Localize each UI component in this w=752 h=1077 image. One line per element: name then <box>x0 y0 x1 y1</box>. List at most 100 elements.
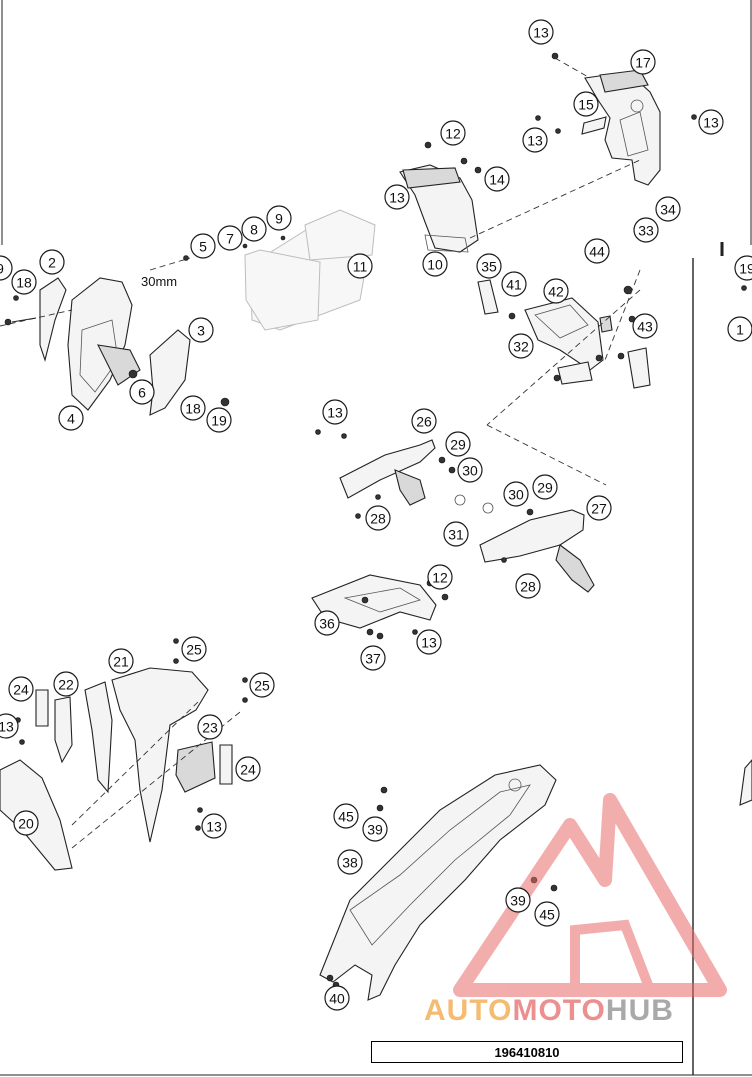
callout-34: 34 <box>655 196 681 222</box>
callout-25: 25 <box>249 672 275 698</box>
adjacent-panel-ghost <box>244 209 376 331</box>
callout-6: 6 <box>129 379 155 405</box>
callout-41: 41 <box>501 271 527 297</box>
callout-21: 21 <box>108 648 134 674</box>
callout-label: 6 <box>138 385 146 401</box>
callout-label: 3 <box>197 323 205 339</box>
callout-label: 25 <box>254 678 270 694</box>
callout-label: 37 <box>365 651 381 667</box>
callout-29: 29 <box>532 474 558 500</box>
headlight-mask-assembly <box>0 235 286 416</box>
callout-9: 9 <box>0 255 13 281</box>
watermark-logo-icon <box>453 793 727 997</box>
callout-label: 18 <box>16 275 32 291</box>
callout-13: 13 <box>201 813 227 839</box>
callout-label: 13 <box>533 25 549 41</box>
callout-label: 13 <box>206 819 222 835</box>
callout-label: 8 <box>250 222 258 238</box>
callout-label: 2 <box>48 255 56 271</box>
callout-1: 1 <box>727 316 752 342</box>
callout-label: 27 <box>591 501 607 517</box>
callout-label: 39 <box>510 893 526 909</box>
callout-15: 15 <box>573 91 599 117</box>
callout-45: 45 <box>534 901 560 927</box>
callout-13: 13 <box>528 19 554 45</box>
callout-label: 30 <box>508 487 524 503</box>
callout-13: 13 <box>522 127 548 153</box>
callout-13: 13 <box>0 713 19 739</box>
callout-label: 42 <box>548 284 564 300</box>
callout-label: 29 <box>537 480 553 496</box>
callout-27: 27 <box>586 495 612 521</box>
callout-label: 45 <box>539 907 555 923</box>
callout-29: 29 <box>445 431 471 457</box>
callout-39: 39 <box>362 816 388 842</box>
callout-label: 30 <box>462 463 478 479</box>
callout-label: 45 <box>338 809 354 825</box>
right-edge-ghost-parts <box>720 242 752 806</box>
callout-label: 41 <box>506 277 522 293</box>
callout-13: 13 <box>416 629 442 655</box>
callout-28: 28 <box>365 505 391 531</box>
callout-40: 40 <box>324 985 350 1011</box>
callout-label: 28 <box>370 511 386 527</box>
callout-label: 31 <box>448 527 464 543</box>
callout-31: 31 <box>443 521 469 547</box>
watermark-part-3: HUB <box>605 994 674 1027</box>
callout-label: 25 <box>186 642 202 658</box>
callout-label: 24 <box>13 682 29 698</box>
callout-label: 17 <box>635 55 651 71</box>
tail-bracket-assembly <box>535 52 697 186</box>
callout-7: 7 <box>217 225 243 251</box>
lamp-holder-assembly <box>399 141 641 253</box>
callout-20: 20 <box>13 810 39 836</box>
callout-label: 26 <box>416 414 432 430</box>
callout-30: 30 <box>503 481 529 507</box>
callout-30: 30 <box>457 457 483 483</box>
callout-23: 23 <box>197 714 223 740</box>
callout-8: 8 <box>241 216 267 242</box>
callout-42: 42 <box>543 278 569 304</box>
callout-label: 32 <box>513 339 529 355</box>
callout-label: 13 <box>327 405 343 421</box>
callout-44: 44 <box>584 238 610 264</box>
callout-37: 37 <box>360 645 386 671</box>
callout-label: 28 <box>520 579 536 595</box>
callout-18: 18 <box>11 269 37 295</box>
callout-2: 2 <box>39 249 65 275</box>
callout-label: 10 <box>427 257 443 273</box>
watermark-part-1: AUTO <box>424 994 513 1027</box>
callout-35: 35 <box>476 253 502 279</box>
callout-label: 20 <box>18 816 34 832</box>
callout-label: 44 <box>589 244 605 260</box>
dimension-label: 30mm <box>141 274 178 289</box>
callout-label: 35 <box>481 259 497 275</box>
front-fender-assembly <box>0 638 248 871</box>
callout-28: 28 <box>515 573 541 599</box>
number-plate-holder <box>477 269 651 486</box>
callout-25: 25 <box>181 636 207 662</box>
callout-13: 13 <box>384 184 410 210</box>
callout-12: 12 <box>440 120 466 146</box>
callout-13: 13 <box>698 109 724 135</box>
callout-12: 12 <box>427 564 453 590</box>
callout-label: 19 <box>211 413 227 429</box>
callout-label: 9 <box>0 261 4 277</box>
callout-label: 19 <box>739 261 752 277</box>
callout-label: 11 <box>353 259 368 275</box>
callout-label: 7 <box>226 231 234 247</box>
drawing-number: 196410810 <box>371 1041 683 1063</box>
callout-label: 13 <box>389 190 405 206</box>
watermark-part-2: MOTO <box>512 994 606 1027</box>
callout-3: 3 <box>188 317 214 343</box>
callout-label: 5 <box>199 239 207 255</box>
callout-label: 1 <box>736 322 744 338</box>
callout-label: 24 <box>240 762 256 778</box>
callout-label: 13 <box>0 719 14 735</box>
callout-label: 29 <box>450 437 466 453</box>
callout-label: 40 <box>329 991 345 1007</box>
callout-39: 39 <box>505 887 531 913</box>
